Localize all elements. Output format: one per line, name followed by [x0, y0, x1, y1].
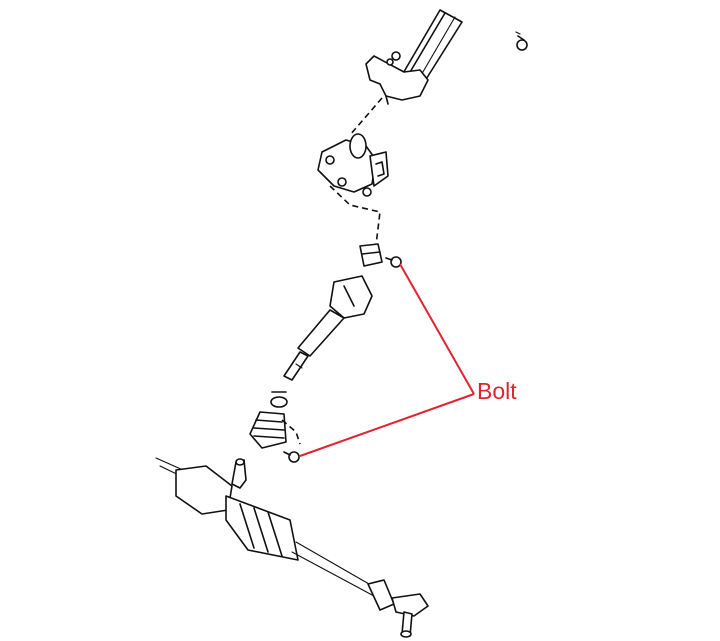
boot-clip: [270, 391, 288, 408]
dust-boot: [249, 411, 301, 449]
dashed-link-upper: [349, 97, 383, 136]
intermediate-joint: [317, 133, 389, 197]
tie-rod-end: [367, 579, 429, 638]
bolt-lower-icon: [283, 451, 300, 463]
lower-coupling: [359, 243, 402, 268]
intermediate-shaft: [283, 275, 373, 381]
top-bolt-icon: [515, 31, 528, 51]
column-bracket: [365, 51, 429, 105]
bolt-leader-lines: [299, 263, 475, 457]
bolt-callout-label: Bolt: [477, 378, 517, 404]
dashed-link-lower: [329, 185, 381, 246]
steering-rack: [155, 457, 377, 597]
